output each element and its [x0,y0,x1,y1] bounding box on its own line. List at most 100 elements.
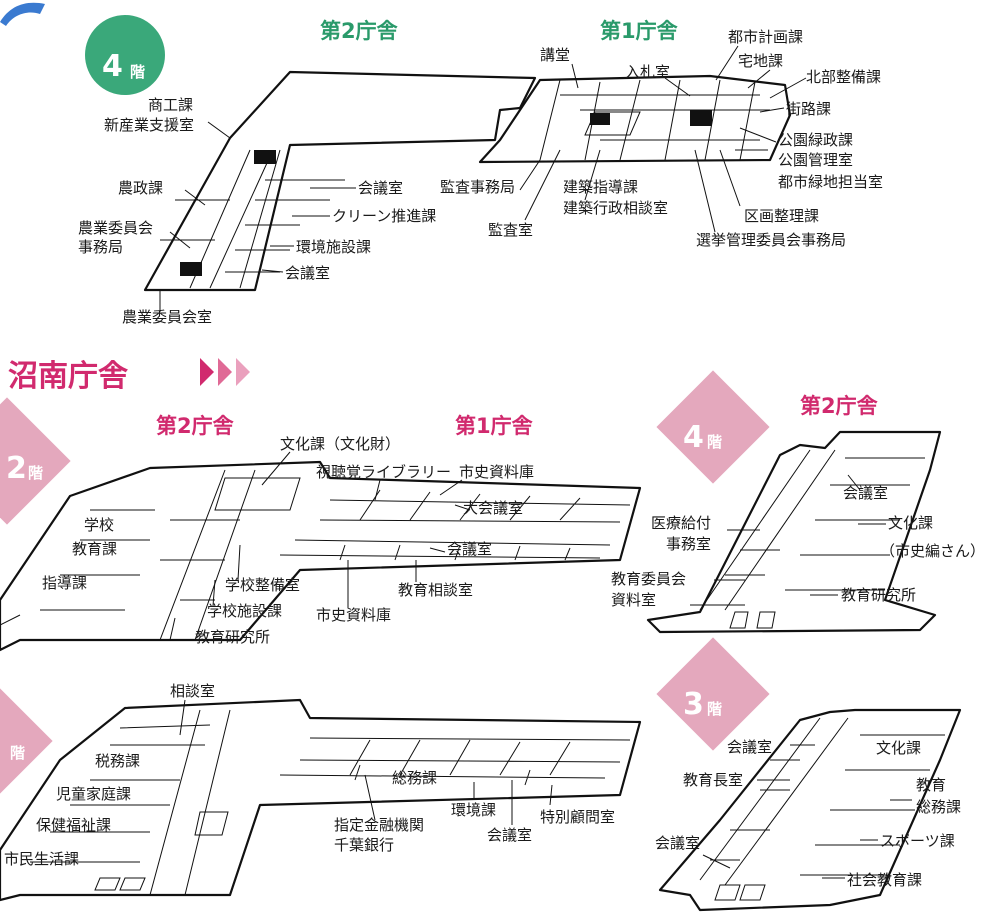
label-kaigishitsu-b: 会議室 [285,264,330,282]
label-koen-kanri: 公園管理室 [778,151,853,169]
floor-badge-1f: 階 [0,677,53,805]
top-floor-section: 4 階 第2庁舎 第1庁舎 商工課 新産業支援室 農政課 農業委員会 事務局 会… [0,2,883,326]
label-kaigishitsu: 会議室 [447,540,492,558]
label-shishi-hensan: （市史編さん） [880,542,985,560]
shonan-1f: 階 相談室 税務課 児童家庭課 保健福祉課 市民生活課 総務課 指定金融機関 千… [0,677,642,902]
label-kenchiku-gyosei: 建築行政相談室 [563,199,668,217]
floor-badge-r4f: 4 階 [656,370,770,484]
badge-floor-char: 階 [707,700,722,718]
label-daikaigi: 大会議室 [463,499,523,517]
label-kaigishitsu-1f: 会議室 [487,826,532,844]
label-kankyo-shisetsu: 環境施設課 [296,238,371,256]
building-2-title: 第2庁舎 [156,414,235,438]
label-shiryoshitsu: 資料室 [611,591,656,609]
label-bunka: 文化課 [888,514,933,532]
label-takuchi: 宅地課 [738,52,783,70]
label-kodo: 講堂 [540,46,570,64]
label-kyoiku-sodan: 教育相談室 [398,581,473,599]
badge-floor-char: 階 [130,63,145,81]
label-shishi-shiryoko-b: 市史資料庫 [316,606,391,624]
label-hokubu: 北部整備課 [806,68,881,86]
section-title: 沼南庁舎 [8,359,128,394]
label-shishi-shiryoko-a: 市史資料庫 [459,463,534,481]
label-nosei: 農政課 [118,179,163,197]
leaders-1f [179,699,553,825]
label-sodan: 相談室 [170,682,215,700]
label-bunka-bunkazai: 文化課（文化財） [280,435,400,453]
label-kyoikucho: 教育長室 [683,771,743,789]
badge-number: 4 [683,420,704,455]
wing-2f-outline [0,460,642,652]
label-shoko: 商工課 [148,96,193,114]
label-kyoiku-kenkyu: 教育研究所 [195,628,270,646]
label-shido: 指導課 [42,574,87,592]
label-kaigishitsu-a: 会議室 [727,738,772,756]
building-1-title: 第1庁舎 [455,414,534,438]
label-koen-ryokusei: 公園緑政課 [778,131,853,149]
interior-walls-2f [40,469,631,641]
wing-1f-outline [0,698,642,902]
label-kankyo: 環境課 [451,801,496,819]
label-senkyo: 選挙管理委員会事務局 [696,231,846,249]
building-2-title: 第2庁舎 [320,19,399,43]
arrow-icon [200,358,214,386]
label-sports: スポーツ課 [880,832,955,850]
leaders-r4f [714,474,886,596]
label-gakko-shisetsu: 学校施設課 [207,602,282,620]
label-chiba-ginko: 千葉銀行 [334,836,394,854]
label-kansashitsu: 監査室 [488,221,533,239]
label-shimin-seikatsu: 市民生活課 [4,850,79,868]
label-bunka: 文化課 [876,739,921,757]
label-shakai-kyoiku: 社会教育課 [847,871,922,889]
wing-r4f-outline [646,430,942,634]
label-kyoikuka: 教育課 [72,540,117,558]
stairs-top [180,110,712,276]
leaders-top [159,45,807,312]
label-gairo: 街路課 [786,100,831,118]
floor-badge-4f: 4 階 [85,15,165,95]
label-shichokaku: 視聴覚ライブラリー [316,463,451,481]
building-2-title: 第2庁舎 [800,394,879,418]
logo-fragment [0,2,45,26]
label-iryo-kyufu: 医療給付 [651,514,711,532]
wing-2-outline [143,70,537,292]
label-clean: クリーン推進課 [332,207,436,225]
label-somu: 総務課 [916,798,961,816]
label-somu: 総務課 [392,769,437,787]
wing-1-outline [478,74,792,164]
arrow-icon-2 [218,358,232,386]
section-heading: 沼南庁舎 [8,358,250,394]
label-kukaku: 区画整理課 [744,207,819,225]
label-hoken-fukushi: 保健福祉課 [36,816,111,834]
wing-r3f-outline [658,708,962,912]
label-toshi-ryokuchi: 都市緑地担当室 [778,173,883,191]
label-nyusatsu: 入札室 [625,63,670,81]
label-gakko: 学校 [84,516,114,534]
label-kenchiku-shido: 建築指導課 [563,178,638,196]
floor-badge-2f: 2 階 [0,397,71,525]
label-shinsangyo: 新産業支援室 [104,116,194,134]
interior-walls-top [160,79,770,289]
label-zeimu: 税務課 [95,752,140,770]
label-jido-katei: 児童家庭課 [56,785,131,803]
badge-floor-char: 階 [10,744,25,762]
badge-number: 4 [102,49,123,84]
right-3f: 3 階 会議室 文化課 教育長室 教育 総務課 スポーツ課 会議室 社会教育課 [655,637,962,912]
label-kyoiku: 教育 [916,776,946,794]
label-shitei-kinyu: 指定金融機関 [334,816,424,834]
shonan-2f: 2 階 第2庁舎 第1庁舎 学校 教育課 指導課 文化課（文化財） 視聴覚ライブ… [0,397,642,652]
label-jimushitsu: 事務室 [666,535,711,553]
label-kyoiku-iinkai: 教育委員会 [611,570,686,588]
badge-number: 2 [6,451,27,486]
right-4f: 4 階 第2庁舎 会議室 文化課 （市史編さん） 医療給付 事務室 教育委員会 … [611,370,985,634]
label-tokubetsu-komon: 特別顧問室 [540,808,615,826]
building-1-title: 第1庁舎 [600,19,679,43]
label-nogyo-iinkai: 農業委員会 [78,219,153,237]
badge-floor-char: 階 [707,433,722,451]
floor-badge-r3f: 3 階 [656,637,770,751]
badge-number: 3 [683,687,704,722]
leaders-r3f [702,744,912,879]
label-jimukyoku: 事務局 [78,238,123,256]
label-kansa-jimukyoku: 監査事務局 [440,178,515,196]
